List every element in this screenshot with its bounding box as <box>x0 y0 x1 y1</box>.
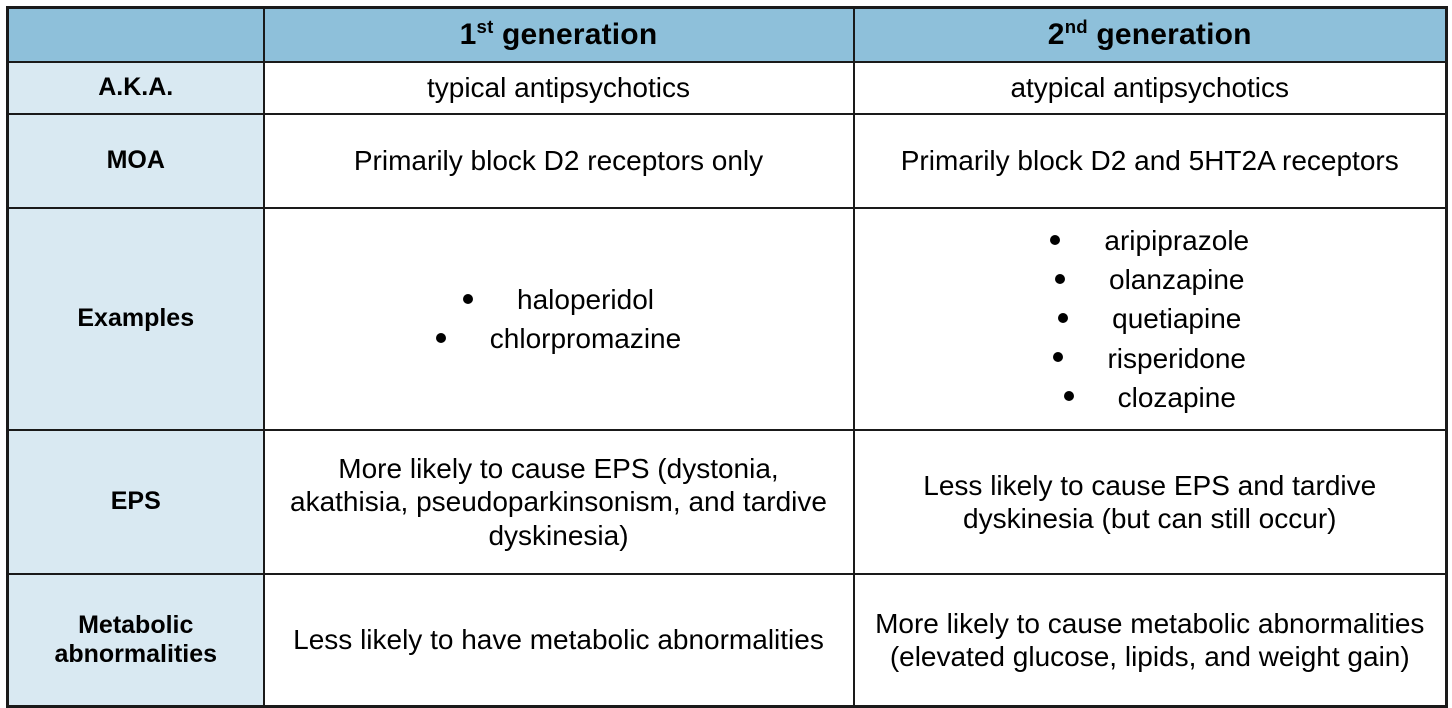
table-row: EPS More likely to cause EPS (dystonia, … <box>6 429 1448 575</box>
list-item: risperidone <box>861 339 1440 378</box>
bullet-dot-icon <box>1058 313 1069 324</box>
row-label-examples: Examples <box>6 207 265 431</box>
cell-eps-gen2: Less likely to cause EPS and tardive dys… <box>852 429 1448 575</box>
header-gen1-number: 1 <box>459 18 477 52</box>
list-item: quetiapine <box>861 299 1440 338</box>
list-item: olanzapine <box>861 260 1440 299</box>
row-label-line-2: abnormalities <box>54 640 218 668</box>
antipsychotic-generations-comparison-table: 1st generation 2nd generation A.K.A. typ… <box>6 6 1448 708</box>
table-body: A.K.A. typical antipsychotics atypical a… <box>6 61 1448 708</box>
examples-gen2-list: aripiprazole olanzapine quetiapine risperid… <box>861 221 1440 416</box>
cell-eps-gen1: More likely to cause EPS (dystonia, akat… <box>262 429 855 575</box>
list-item: aripiprazole <box>861 221 1440 260</box>
bullet-dot-icon <box>463 293 473 304</box>
bullet-dot-icon <box>435 332 446 343</box>
header-gen1-ordinal-suffix: st <box>476 16 494 38</box>
header-gen1-word: generation <box>493 18 658 52</box>
table-row: A.K.A. typical antipsychotics atypical a… <box>6 61 1448 115</box>
cell-moa-gen1: Primarily block D2 receptors only <box>262 113 855 209</box>
list-item-label: quetiapine <box>1112 303 1242 335</box>
list-item: haloperidol <box>271 280 847 319</box>
header-gen2-word: generation <box>1087 18 1252 52</box>
list-item-label: chlorpromazine <box>489 323 682 354</box>
table-row: Metabolic abnormalities Less likely to h… <box>6 573 1448 708</box>
list-item: chlorpromazine <box>271 319 847 358</box>
row-label-moa: MOA <box>6 113 265 209</box>
cell-aka-gen2: atypical antipsychotics <box>852 61 1448 115</box>
cell-metabolic-gen1: Less likely to have metabolic abnormalit… <box>262 573 855 708</box>
column-header-second-generation: 2nd generation <box>852 6 1448 63</box>
bullet-dot-icon <box>1055 274 1066 285</box>
row-label-line-1: Metabolic <box>78 610 194 639</box>
header-corner-cell <box>6 6 265 63</box>
cell-examples-gen2: aripiprazole olanzapine quetiapine risperid… <box>852 207 1448 431</box>
header-row: 1st generation 2nd generation <box>6 6 1448 63</box>
table-header: 1st generation 2nd generation <box>6 6 1448 63</box>
antipsychotics-comparison-page: 1st generation 2nd generation A.K.A. typ… <box>6 6 1448 708</box>
cell-metabolic-gen2: More likely to cause metabolic abnormali… <box>852 573 1448 708</box>
list-item: clozapine <box>861 378 1440 417</box>
list-item-label: clozapine <box>1117 381 1236 413</box>
list-item-label: risperidone <box>1107 342 1247 374</box>
row-label-metabolic-abnormalities: Metabolic abnormalities <box>6 573 265 708</box>
row-label-aka: A.K.A. <box>6 61 265 115</box>
list-item-label: olanzapine <box>1109 264 1245 296</box>
row-label-eps: EPS <box>6 429 265 575</box>
list-item-label: aripiprazole <box>1104 225 1250 257</box>
list-item-label: haloperidol <box>517 283 654 315</box>
cell-moa-gen2: Primarily block D2 and 5HT2A receptors <box>852 113 1448 209</box>
header-gen2-number: 2 <box>1047 18 1065 52</box>
column-header-first-generation: 1st generation <box>262 6 855 63</box>
cell-aka-gen1: typical antipsychotics <box>262 61 855 115</box>
bullet-dot-icon <box>1053 352 1064 363</box>
bullet-dot-icon <box>1050 235 1061 246</box>
cell-examples-gen1: haloperidol chlorpromazine <box>262 207 855 431</box>
header-gen2-ordinal-suffix: nd <box>1064 16 1088 38</box>
table-row: Examples haloperidol chlorpromazine aripi… <box>6 207 1448 431</box>
examples-gen1-list: haloperidol chlorpromazine <box>271 280 847 358</box>
bullet-dot-icon <box>1063 391 1074 402</box>
table-row: MOA Primarily block D2 receptors only Pr… <box>6 113 1448 209</box>
